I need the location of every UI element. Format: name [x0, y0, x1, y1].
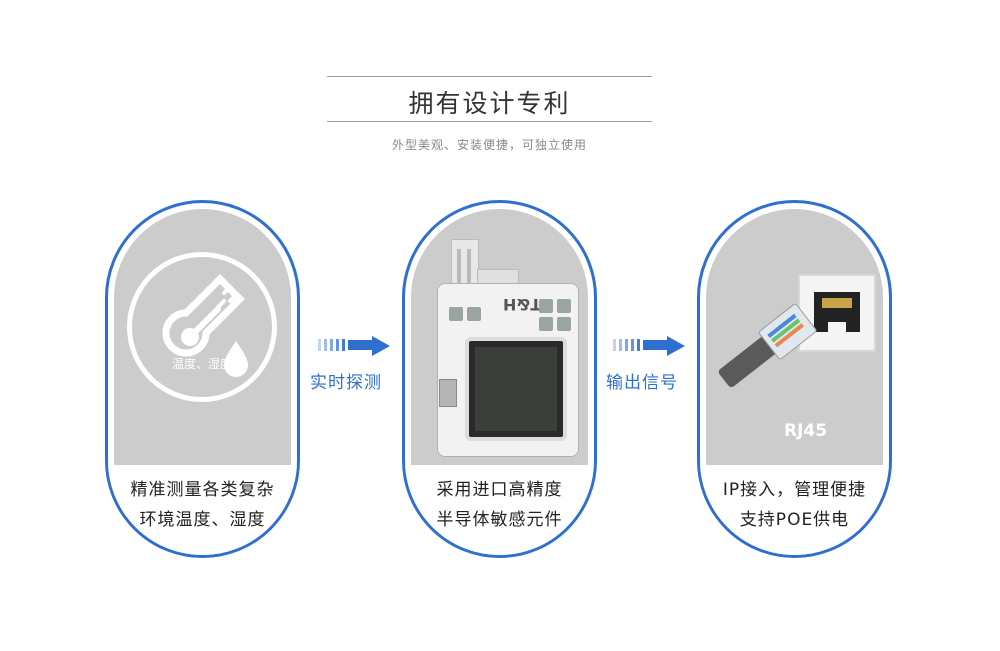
arrow-head-icon [372, 336, 390, 356]
icon-label: 温度、湿度 [171, 357, 232, 371]
feature-card-network: RJ45 IP接入，管理便捷 支持POE供电 [697, 200, 892, 558]
card-text-line1: 精准测量各类复杂 [130, 480, 275, 500]
arrow-output-signal [613, 336, 685, 356]
card-text-line2: 环境温度、湿度 [139, 510, 266, 530]
header-top-rule [327, 76, 652, 77]
arrow-label: 实时探测 [310, 373, 382, 393]
thermometer-droplet-icon: 温度、湿度 [127, 252, 277, 402]
feature-card-measurement: 温度、湿度 精准测量各类复杂 环境温度、湿度 [105, 200, 300, 558]
card-image-area: 温度、湿度 [114, 209, 291, 465]
card-description: 采用进口高精度 半导体敏感元件 [405, 465, 594, 555]
card-text-line1: IP接入，管理便捷 [722, 480, 867, 500]
card-image-area: T&H [411, 209, 588, 465]
card-description: 精准测量各类复杂 环境温度、湿度 [108, 465, 297, 555]
card-description: IP接入，管理便捷 支持POE供电 [700, 465, 889, 555]
side-port-icon [439, 379, 457, 407]
card-text-line1: 采用进口高精度 [436, 480, 563, 500]
page-subtitle: 外型美观、安装便捷，可独立使用 [391, 138, 587, 152]
header-bottom-rule [327, 121, 652, 122]
device-screen [465, 337, 567, 441]
sensor-device-icon: T&H [431, 239, 581, 459]
card-text-line2: 半导体敏感元件 [436, 510, 563, 530]
feature-card-sensor: T&H 采用进口高精度 半导体敏感元件 [402, 200, 597, 558]
arrow-label: 输出信号 [606, 373, 678, 393]
card-text-line2: 支持POE供电 [739, 510, 850, 530]
device-mark: T&H [503, 295, 542, 314]
page-title: 拥有设计专利 [408, 89, 571, 118]
rj45-label: RJ45 [784, 421, 828, 441]
arrow-head-icon [667, 336, 685, 356]
arrow-realtime-detection [318, 336, 390, 356]
rj45-port-icon [798, 274, 876, 352]
card-image-area: RJ45 [706, 209, 883, 465]
